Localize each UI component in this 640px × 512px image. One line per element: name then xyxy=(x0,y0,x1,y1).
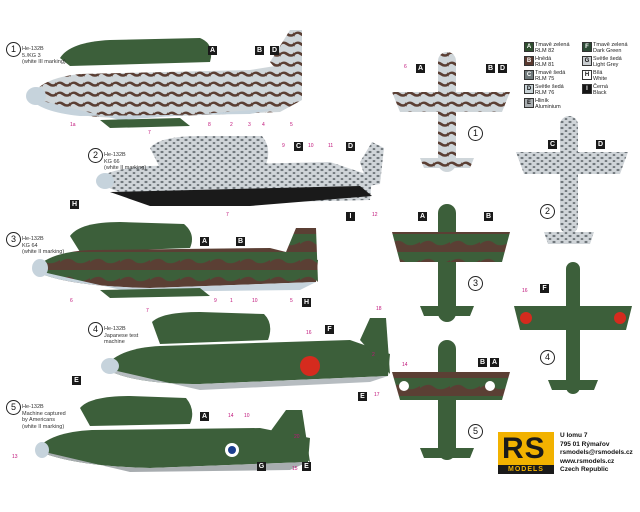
profile-number-4: 4 xyxy=(88,322,103,337)
label-p3-a: A xyxy=(200,237,209,246)
address-email: rsmodels@rsmodels.cz xyxy=(560,449,633,456)
callout-p3-10: 10 xyxy=(252,298,258,304)
callout-p2-11: 11 xyxy=(328,143,334,149)
callout-p4-2: 2 xyxy=(372,352,375,358)
label-p3-h1: H xyxy=(70,200,79,209)
label-plan4-f: F xyxy=(540,284,549,293)
label-plan1-d: D xyxy=(498,64,507,73)
logo-rs-text: RS xyxy=(502,432,546,465)
profile-number-5: 5 xyxy=(6,400,21,415)
label-plan3-b: B xyxy=(484,212,493,221)
plan-view-4 xyxy=(514,262,632,394)
profile-2-side-view xyxy=(96,136,384,206)
profile-number-3: 3 xyxy=(6,232,21,247)
label-plan2-d: D xyxy=(596,140,605,149)
label-p3-h2: H xyxy=(302,298,311,307)
callout-p4-16: 16 xyxy=(306,330,312,336)
label-p4-f: F xyxy=(325,325,334,334)
callout-p3-1: 1 xyxy=(230,298,233,304)
label-plan2-c: C xyxy=(548,140,557,149)
label-p1-a: A xyxy=(208,46,217,55)
label-p5-e2: E xyxy=(302,462,311,471)
label-p2-i: I xyxy=(346,212,355,221)
address-street: U lomu 7 xyxy=(560,432,588,439)
profile-4-side-view xyxy=(101,312,390,390)
callout-p5-14: 14 xyxy=(228,413,234,419)
address-website: www.rsmodels.cz xyxy=(560,457,615,465)
callout-p1-2: 2 xyxy=(230,122,233,128)
logo-models-text: MODELS xyxy=(498,465,554,474)
label-plan1-b: B xyxy=(486,64,495,73)
label-p1-d: D xyxy=(270,46,279,55)
label-p5-a: A xyxy=(200,412,209,421)
label-p5-e1: E xyxy=(72,376,81,385)
profile-5-side-view xyxy=(35,396,310,472)
callout-p5-15: 15 xyxy=(292,466,298,472)
callout-p5-13: 13 xyxy=(12,454,18,460)
callout-p3-5: 5 xyxy=(290,298,293,304)
plan-view-2 xyxy=(516,116,628,244)
address-city: 795 01 Rýmařov xyxy=(560,440,610,448)
callout-p2-12: 12 xyxy=(372,212,378,218)
callout-p5-20: 20 xyxy=(294,434,300,440)
plan-number-3: 3 xyxy=(468,276,483,291)
callout-p3-6: 6 xyxy=(70,298,73,304)
label-plan5-b: B xyxy=(478,358,487,367)
label-p4-e: E xyxy=(358,392,367,401)
label-p2-c: C xyxy=(294,142,303,151)
label-p1-b: B xyxy=(255,46,264,55)
callout-p4-17: 17 xyxy=(374,392,380,398)
label-plan3-a: A xyxy=(418,212,427,221)
rs-models-logo: RS MODELS xyxy=(498,432,554,474)
callout-p1-5: 5 xyxy=(290,122,293,128)
label-plan1-a: A xyxy=(416,64,425,73)
company-address: U lomu 7 795 01 Rýmařov rsmodels@rsmodel… xyxy=(560,432,633,475)
callout-p2-7: 7 xyxy=(226,212,229,218)
label-p2-d: D xyxy=(346,142,355,151)
callout-plan-16: 16 xyxy=(522,288,528,294)
address-country: Czech Republic xyxy=(560,466,609,473)
plan-view-1 xyxy=(392,52,510,172)
callout-p2-9: 9 xyxy=(282,143,285,149)
label-p5-g: G xyxy=(257,462,266,471)
plan-number-5: 5 xyxy=(468,424,483,439)
callout-p1-8: 8 xyxy=(208,122,211,128)
plan-number-2: 2 xyxy=(540,204,555,219)
callout-p5-10: 10 xyxy=(244,413,250,419)
callout-p1-4: 4 xyxy=(262,122,265,128)
callout-p3-9: 9 xyxy=(214,298,217,304)
label-plan5-a: A xyxy=(490,358,499,367)
callout-plan-6: 6 xyxy=(404,64,407,70)
callout-p1-3: 3 xyxy=(248,122,251,128)
callout-p4-18: 18 xyxy=(376,306,382,312)
label-p3-b: B xyxy=(236,237,245,246)
plan-number-4: 4 xyxy=(540,350,555,365)
callout-p1-7: 7 xyxy=(148,130,151,136)
callout-p3-7: 7 xyxy=(146,308,149,314)
profile-1-side-view xyxy=(26,30,302,128)
callout-p1-1a: 1a xyxy=(70,122,76,128)
callout-p2-10: 10 xyxy=(308,143,314,149)
plan-view-5 xyxy=(392,340,510,460)
profile-number-2: 2 xyxy=(88,148,103,163)
plan-number-1: 1 xyxy=(468,126,483,141)
profile-number-1: 1 xyxy=(6,42,21,57)
callout-plan-14: 14 xyxy=(402,362,408,368)
profile-3-side-view xyxy=(32,222,318,298)
plan-view-3 xyxy=(392,204,510,322)
